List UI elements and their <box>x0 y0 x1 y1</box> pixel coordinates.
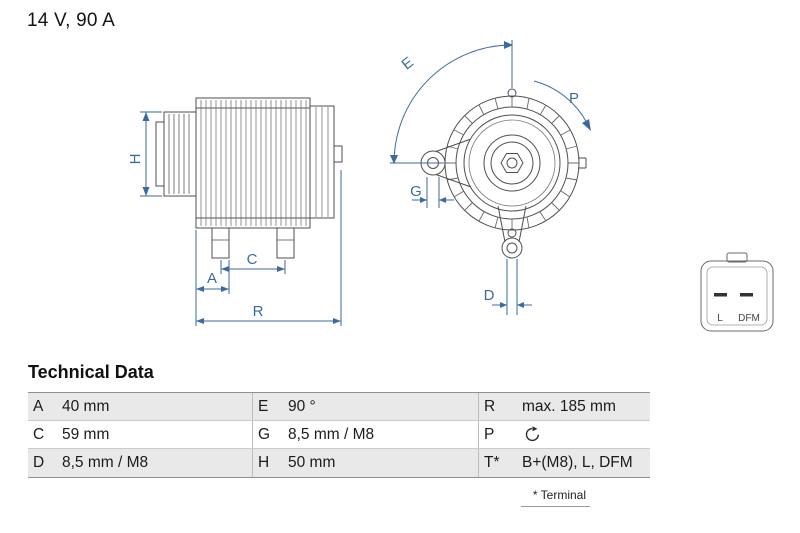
spec-key: P <box>478 421 520 448</box>
spec-key: D <box>33 454 45 471</box>
terminal-pin-dfm <box>740 293 753 297</box>
spec-key: T* <box>478 449 520 477</box>
spec-key: E <box>252 393 286 420</box>
dimension-r <box>196 170 342 326</box>
dimension-g <box>412 177 454 208</box>
voltage-current-rating: 14 V, 90 A <box>27 10 115 31</box>
dimension-d <box>492 259 532 315</box>
dimension-a <box>195 230 230 326</box>
spec-key: A <box>33 397 44 415</box>
alternator-front-view <box>420 88 587 259</box>
dim-label-e: E <box>399 54 417 74</box>
connector-pin-label-dfm: DFM <box>738 313 760 324</box>
terminal-pin-l <box>714 293 727 297</box>
clockwise-rotation-icon <box>525 426 540 442</box>
spec-value: 59 mm <box>62 425 110 443</box>
technical-drawing: H A C R <box>127 40 774 332</box>
spec-value: max. 185 mm <box>522 397 616 415</box>
terminal-footnote: * Terminal <box>28 488 650 507</box>
connector-pin-label-l: L <box>717 313 723 324</box>
dim-label-h: H <box>127 154 144 165</box>
spec-value: 8,5 mm / M8 <box>62 454 149 471</box>
dim-label-a: A <box>207 270 217 287</box>
table-row: C 59 mm G 8,5 mm / M8 P <box>28 421 650 449</box>
alternator-side-view <box>155 97 343 259</box>
table-row: A 40 mm E 90 ° R max. 185 mm <box>28 393 650 421</box>
dim-label-c: C <box>247 251 258 268</box>
dimension-lines-side: H A C R <box>127 111 342 326</box>
dimension-lines-front: E P G D <box>390 40 591 315</box>
spec-key: R <box>478 393 520 420</box>
dimension-h <box>140 111 162 197</box>
spec-key: H <box>252 449 286 477</box>
spec-value: B+(M8), L, DFM <box>522 454 633 471</box>
spec-value: 40 mm <box>62 397 110 415</box>
spec-value: 50 mm <box>288 454 336 471</box>
spec-key: C <box>33 425 45 443</box>
dim-label-r: R <box>253 303 264 320</box>
dimension-p <box>533 80 591 131</box>
spec-key: G <box>252 421 286 448</box>
spec-table: A 40 mm E 90 ° R max. 185 mm C 59 mm G 8… <box>28 392 650 478</box>
section-title: Technical Data <box>28 362 154 382</box>
dimension-c <box>220 260 286 274</box>
dim-label-g: G <box>410 183 422 200</box>
dim-label-d: D <box>484 287 495 304</box>
table-row: D 8,5 mm / M8 H 50 mm T* B+(M8), L, DFM <box>28 449 650 477</box>
dim-label-p: P <box>569 90 579 107</box>
spec-value-rotation <box>520 421 650 448</box>
plug-connector-diagram: L DFM <box>700 252 774 332</box>
spec-value: 8,5 mm / M8 <box>288 425 375 443</box>
spec-value: 90 ° <box>288 397 316 415</box>
dimension-e <box>390 40 513 164</box>
technical-data-section: Technical Data A 40 mm E 90 ° R max. 185… <box>28 362 650 507</box>
